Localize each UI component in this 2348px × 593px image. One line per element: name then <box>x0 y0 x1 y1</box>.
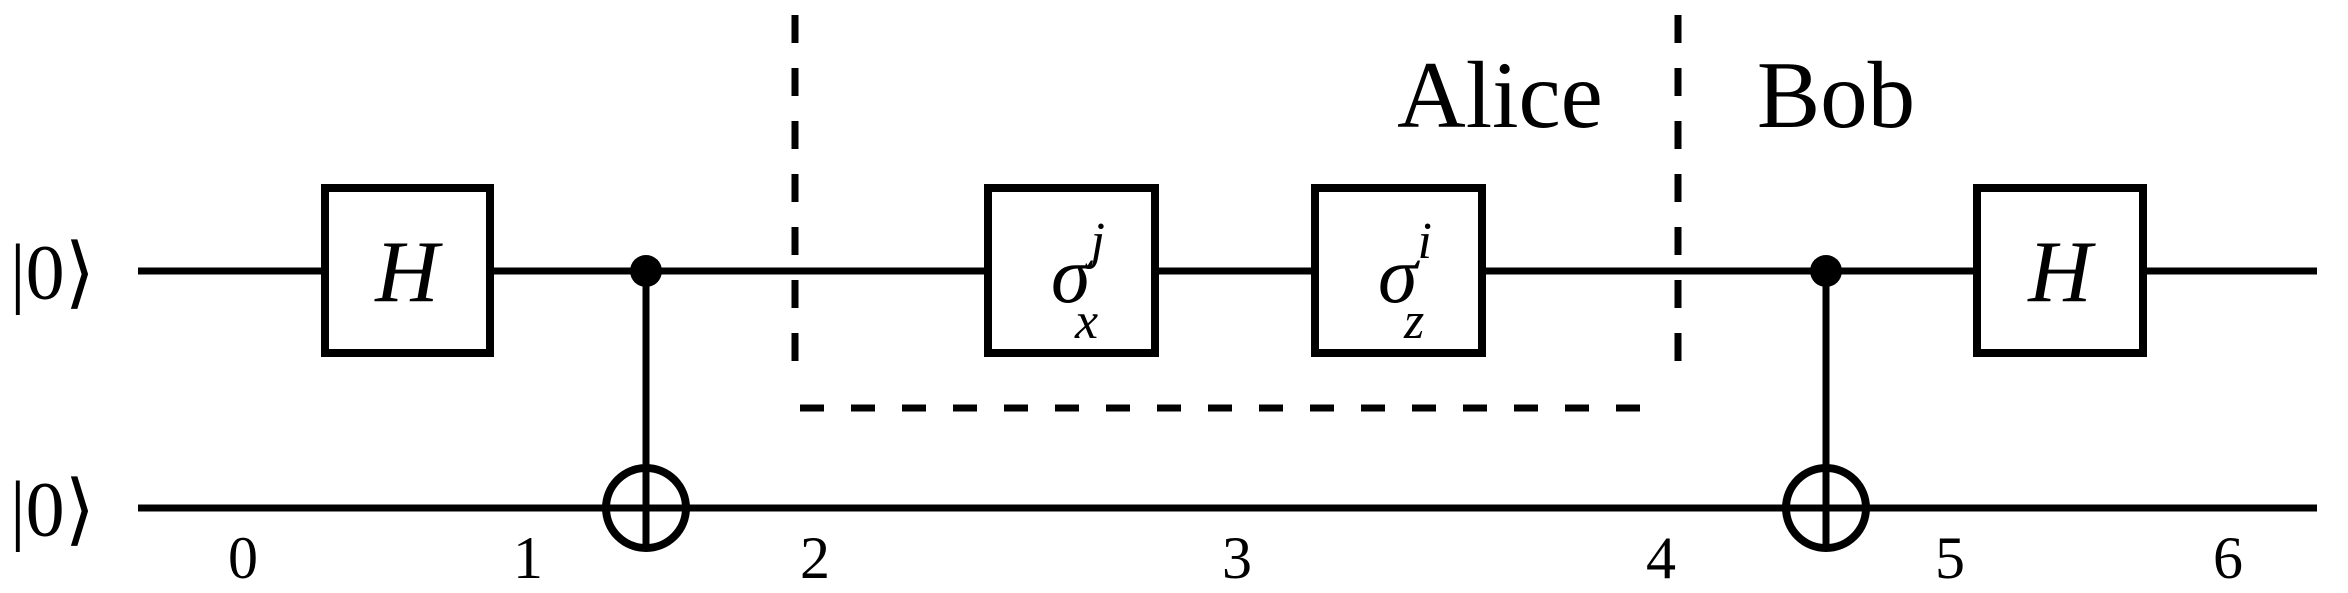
alice-region-label: Alice <box>1397 42 1603 148</box>
time-label-1: 1 <box>513 525 543 591</box>
sigma-x-superscript: j <box>1085 213 1105 270</box>
sigma-x-base: σ <box>1051 232 1093 320</box>
time-label-0: 0 <box>228 525 258 591</box>
time-label-2: 2 <box>800 525 830 591</box>
time-label-5: 5 <box>1935 525 1965 591</box>
sigma-z-superscript: i <box>1418 213 1432 270</box>
cnot2-gate <box>1782 255 1870 552</box>
time-label-3: 3 <box>1222 525 1252 591</box>
sigma-x-subscript: x <box>1074 293 1098 350</box>
sigma-z-subscript: z <box>1403 293 1424 350</box>
cnot2-control-dot <box>1810 255 1842 287</box>
hadamard1-gate-box <box>321 184 494 357</box>
sigma-x-gate-box <box>984 184 1159 357</box>
bob-region-label: Bob <box>1757 42 1915 148</box>
hadamard2-gate-box <box>1973 184 2147 357</box>
hadamard2-gate-label: H <box>2027 224 2096 321</box>
cnot1-control-dot <box>630 255 662 287</box>
qubit0-ket-label: |0⟩ <box>10 229 95 316</box>
sigma-z-base: σ <box>1378 232 1420 320</box>
qubit1-ket-label: |0⟩ <box>10 466 95 553</box>
cnot2-target-circle <box>1782 464 1870 552</box>
cnot1-target-circle <box>602 464 690 552</box>
cnot1-gate <box>602 255 690 552</box>
hadamard1-gate-label: H <box>374 224 443 321</box>
time-label-6: 6 <box>2213 525 2243 591</box>
time-label-4: 4 <box>1646 525 1676 591</box>
sigma-z-gate-box <box>1311 184 1486 357</box>
